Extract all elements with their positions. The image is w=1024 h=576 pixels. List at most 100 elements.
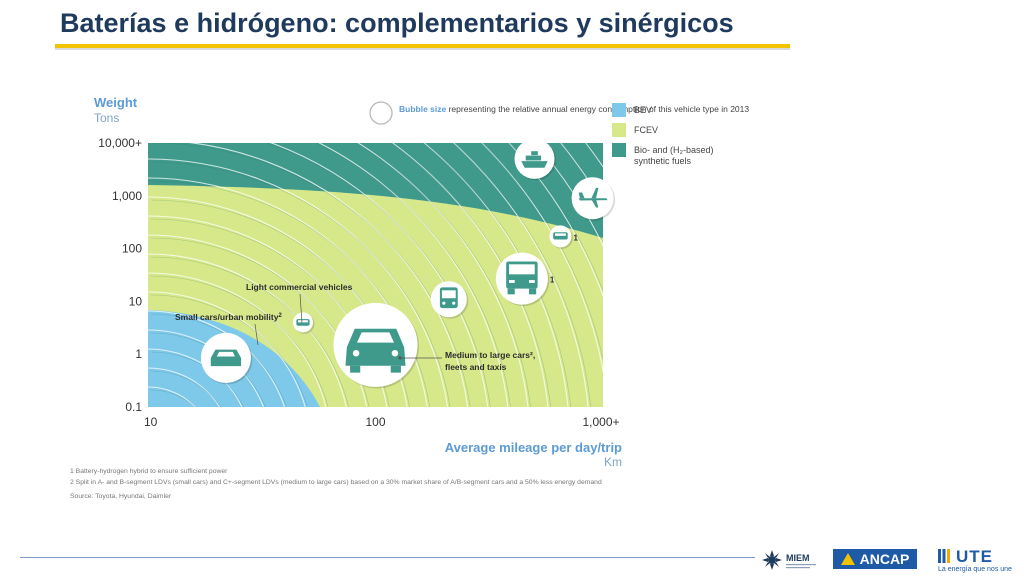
legend: BEV FCEV Bio- and (H₂-based)synthetic fuel…: [612, 103, 714, 166]
train-icon: [553, 232, 568, 240]
legend-swatch: [612, 143, 626, 157]
bubble-ship: [514, 138, 557, 181]
contour-line: [357, 143, 529, 407]
contour-line: [481, 143, 603, 375]
title-underline: [55, 44, 790, 48]
annotation-small-cars-label: Small cars/urban mobility: [175, 312, 279, 322]
annotation-medium-cars-line2: fleets and taxis: [445, 362, 507, 372]
ancap-triangle-icon: [840, 553, 855, 565]
contour-line: [148, 386, 196, 407]
contour-shade: [150, 370, 221, 407]
legend-label: BEV: [634, 105, 652, 115]
contour-line: [423, 143, 569, 407]
ship-icon: [521, 151, 548, 168]
y-tick-label: 1,000: [112, 189, 142, 203]
bubble-bus: [430, 281, 469, 319]
chart: Weight Tons Average mileage per day/trip…: [70, 95, 749, 500]
x-axis-unit: Km: [604, 455, 622, 469]
contour-line: [148, 196, 408, 407]
van-icon: [296, 319, 310, 326]
ute-logo: UTE La energía que nos une: [938, 547, 1018, 575]
legend-bubble-note: Bubble size representing the relative an…: [399, 104, 749, 114]
contour-line: [188, 143, 469, 407]
annotation-small-cars-sup: 2: [278, 313, 282, 319]
contour-line: [148, 367, 221, 407]
contour-line: [452, 143, 589, 407]
contour-line: [148, 291, 306, 407]
car-icon: [345, 328, 406, 373]
miem-logo: MIEM: [762, 550, 816, 570]
bus-icon: [439, 287, 458, 309]
y-tick-label: 0.1: [125, 400, 142, 414]
airplane-icon: [578, 187, 608, 208]
annotation-medium-cars-dot: [398, 356, 402, 360]
annotation-small-cars: Small cars/urban mobility2: [175, 312, 282, 322]
slide-title: Baterías e hidrógeno: complementarios y …: [60, 8, 734, 38]
contour-shade: [150, 218, 390, 407]
contour-shade: [390, 143, 551, 407]
contour-line: [148, 253, 347, 407]
y-axis-title: Weight: [94, 95, 138, 110]
contour-shade: [150, 143, 471, 407]
bubble-van: [292, 312, 315, 334]
contour-line: [148, 158, 449, 407]
x-tick-label: 10: [144, 415, 158, 429]
contour-line: [148, 234, 368, 407]
annotation-medium-cars-line1: Medium to large cars²,: [445, 350, 535, 360]
contour-shade: [150, 389, 196, 407]
contour-lines: [148, 143, 603, 407]
contour-shade: [422, 143, 571, 407]
footnote-2: 2 Split in A- and B-segment LDVs (small …: [70, 479, 602, 486]
bubble-footnote-marker: 1: [573, 233, 578, 242]
contour-shade: [150, 199, 410, 407]
y-tick-label: 100: [122, 242, 142, 256]
contour-shade: [150, 256, 349, 407]
contour-shade: [150, 313, 287, 407]
annotation-small-cars-leader: [254, 323, 259, 346]
bubble-train: 1: [549, 225, 578, 249]
footnote-source: Source: Toyota, Hyundai, Daimler: [70, 493, 172, 500]
legend-bubble-icon: [369, 101, 393, 125]
contour-shade: [150, 237, 370, 407]
miem-logo-text: MIEM: [786, 553, 810, 563]
contour-shade: [150, 180, 431, 407]
contour-shade: [355, 143, 531, 407]
bubble-airplane: [571, 177, 616, 221]
legend-label-line2: synthetic fuels: [634, 156, 692, 166]
legend-swatch: [612, 123, 626, 137]
footnote-1: 1 Battery-hydrogen hybrid to ensure suff…: [70, 468, 228, 475]
title-underline-shadow: [55, 48, 790, 50]
y-tick-label: 10,000+: [98, 136, 142, 150]
ute-tagline: La energía que nos une: [938, 566, 1012, 573]
ancap-logo: ANCAP: [833, 549, 917, 569]
y-tick-label: 1: [135, 347, 142, 361]
contour-line: [148, 215, 388, 407]
y-axis-unit: Tons: [94, 111, 119, 125]
contour-line: [269, 143, 489, 407]
x-tick-label: 100: [365, 415, 385, 429]
annotation-light-commercial: Light commercial vehicles: [246, 282, 353, 292]
contour-line: [391, 143, 549, 407]
bubble-footnote-marker: 1: [550, 276, 555, 285]
legend-label: Bio- and (H₂-based): [634, 145, 714, 155]
contour-shade: [481, 143, 603, 361]
annotation-light-commercial-leader: [299, 293, 303, 324]
truck-icon: [506, 261, 538, 295]
ute-logo-text: UTE: [956, 547, 993, 566]
ancap-logo-text: ANCAP: [859, 551, 910, 567]
x-axis-title: Average mileage per day/trip: [445, 440, 622, 455]
contour-shade: [264, 143, 491, 407]
contour-shade: [150, 275, 329, 407]
contour-shade: [452, 143, 591, 407]
footer-line: [20, 557, 755, 558]
x-tick-label: 1,000+: [582, 415, 619, 429]
contour-shade: [150, 294, 308, 407]
contour-line: [317, 143, 509, 407]
contour-shade: [315, 143, 511, 407]
contour-line: [148, 177, 428, 407]
ute-stripes-icon: [938, 549, 950, 563]
bubble-truck: 1: [495, 252, 555, 307]
legend-label: FCEV: [634, 125, 658, 135]
contour-shade: [150, 161, 451, 407]
bubble-small-car: [200, 332, 253, 385]
